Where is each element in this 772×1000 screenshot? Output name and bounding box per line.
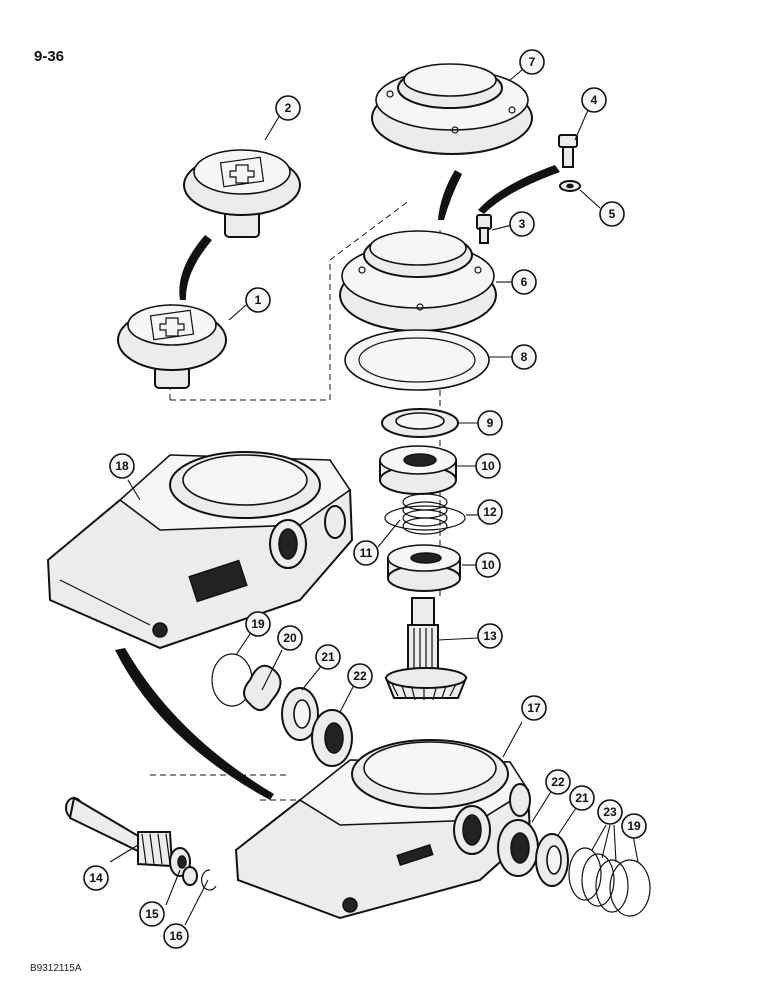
spring-and-ring <box>384 493 466 535</box>
gear-housing-upper <box>46 451 354 650</box>
svg-text:16: 16 <box>169 929 183 943</box>
svg-text:4: 4 <box>591 93 598 107</box>
callout-10-upper: 10 <box>475 453 501 479</box>
bearing-lower <box>387 544 461 592</box>
callout-21-left: 21 <box>315 644 341 670</box>
callout-14: 14 <box>83 865 109 891</box>
callout-12: 12 <box>477 499 503 525</box>
callout-15: 15 <box>139 901 165 927</box>
svg-text:10: 10 <box>481 459 495 473</box>
svg-text:14: 14 <box>89 871 103 885</box>
svg-text:9: 9 <box>487 416 494 430</box>
callout-6: 6 <box>511 269 537 295</box>
gasket <box>344 329 490 391</box>
callout-2: 2 <box>275 95 301 121</box>
callout-23: 23 <box>597 799 623 825</box>
svg-text:11: 11 <box>360 546 373 560</box>
top-cap <box>371 63 533 155</box>
callout-17: 17 <box>521 695 547 721</box>
callout-8: 8 <box>511 344 537 370</box>
gear-housing-lower <box>234 739 532 920</box>
callout-3: 3 <box>509 211 535 237</box>
callout-9: 9 <box>477 410 503 436</box>
arrow-housing <box>115 648 274 800</box>
svg-text:2: 2 <box>285 101 292 115</box>
callout-22-left: 22 <box>347 663 373 689</box>
svg-text:8: 8 <box>521 350 528 364</box>
callout-21-right: 21 <box>569 785 595 811</box>
callout-1: 1 <box>245 287 271 313</box>
svg-text:3: 3 <box>519 217 526 231</box>
knob-upper <box>183 149 301 238</box>
callout-18: 18 <box>109 453 135 479</box>
svg-text:17: 17 <box>527 701 541 715</box>
flange-housing <box>339 230 497 332</box>
callout-5: 5 <box>599 201 625 227</box>
callout-labels: 1 2 3 4 5 6 7 8 9 10 10 11 12 13 14 15 1… <box>83 49 647 949</box>
arrow-cap <box>438 170 462 220</box>
svg-text:13: 13 <box>483 629 497 643</box>
thrust-washer <box>381 408 459 438</box>
callout-10-lower: 10 <box>475 552 501 578</box>
callout-4: 4 <box>581 87 607 113</box>
svg-text:5: 5 <box>609 207 616 221</box>
callout-19-left: 19 <box>245 611 271 637</box>
right-ring-stack <box>497 819 651 917</box>
svg-text:22: 22 <box>551 775 565 789</box>
svg-text:18: 18 <box>115 459 129 473</box>
callout-20: 20 <box>277 625 303 651</box>
left-ring-stack <box>211 653 353 767</box>
svg-text:19: 19 <box>251 617 265 631</box>
knob-lower <box>117 304 227 389</box>
arrow-bolt <box>478 165 560 214</box>
svg-text:1: 1 <box>255 293 262 307</box>
svg-text:6: 6 <box>521 275 528 289</box>
callout-22-right: 22 <box>545 769 571 795</box>
bearing-upper <box>379 445 457 495</box>
cap-screw <box>476 214 492 244</box>
svg-text:19: 19 <box>627 819 641 833</box>
callout-19-right: 19 <box>621 813 647 839</box>
arrow-knob <box>179 235 212 300</box>
svg-text:21: 21 <box>575 791 589 805</box>
callout-7: 7 <box>519 49 545 75</box>
bevel-gear-shaft <box>384 597 468 701</box>
pinion-shaft <box>65 796 217 891</box>
svg-text:21: 21 <box>321 650 335 664</box>
figure-code: B9312115A <box>30 963 82 974</box>
svg-text:22: 22 <box>353 669 367 683</box>
callout-11: 11 <box>353 540 379 566</box>
callout-13: 13 <box>477 623 503 649</box>
svg-text:7: 7 <box>529 55 536 69</box>
svg-text:10: 10 <box>481 558 495 572</box>
svg-text:12: 12 <box>483 505 497 519</box>
svg-text:20: 20 <box>283 631 297 645</box>
svg-text:15: 15 <box>145 907 159 921</box>
svg-text:23: 23 <box>603 805 617 819</box>
bolt-and-washer <box>558 134 581 192</box>
callout-16: 16 <box>163 923 189 949</box>
page-number: 9-36 <box>34 48 65 65</box>
